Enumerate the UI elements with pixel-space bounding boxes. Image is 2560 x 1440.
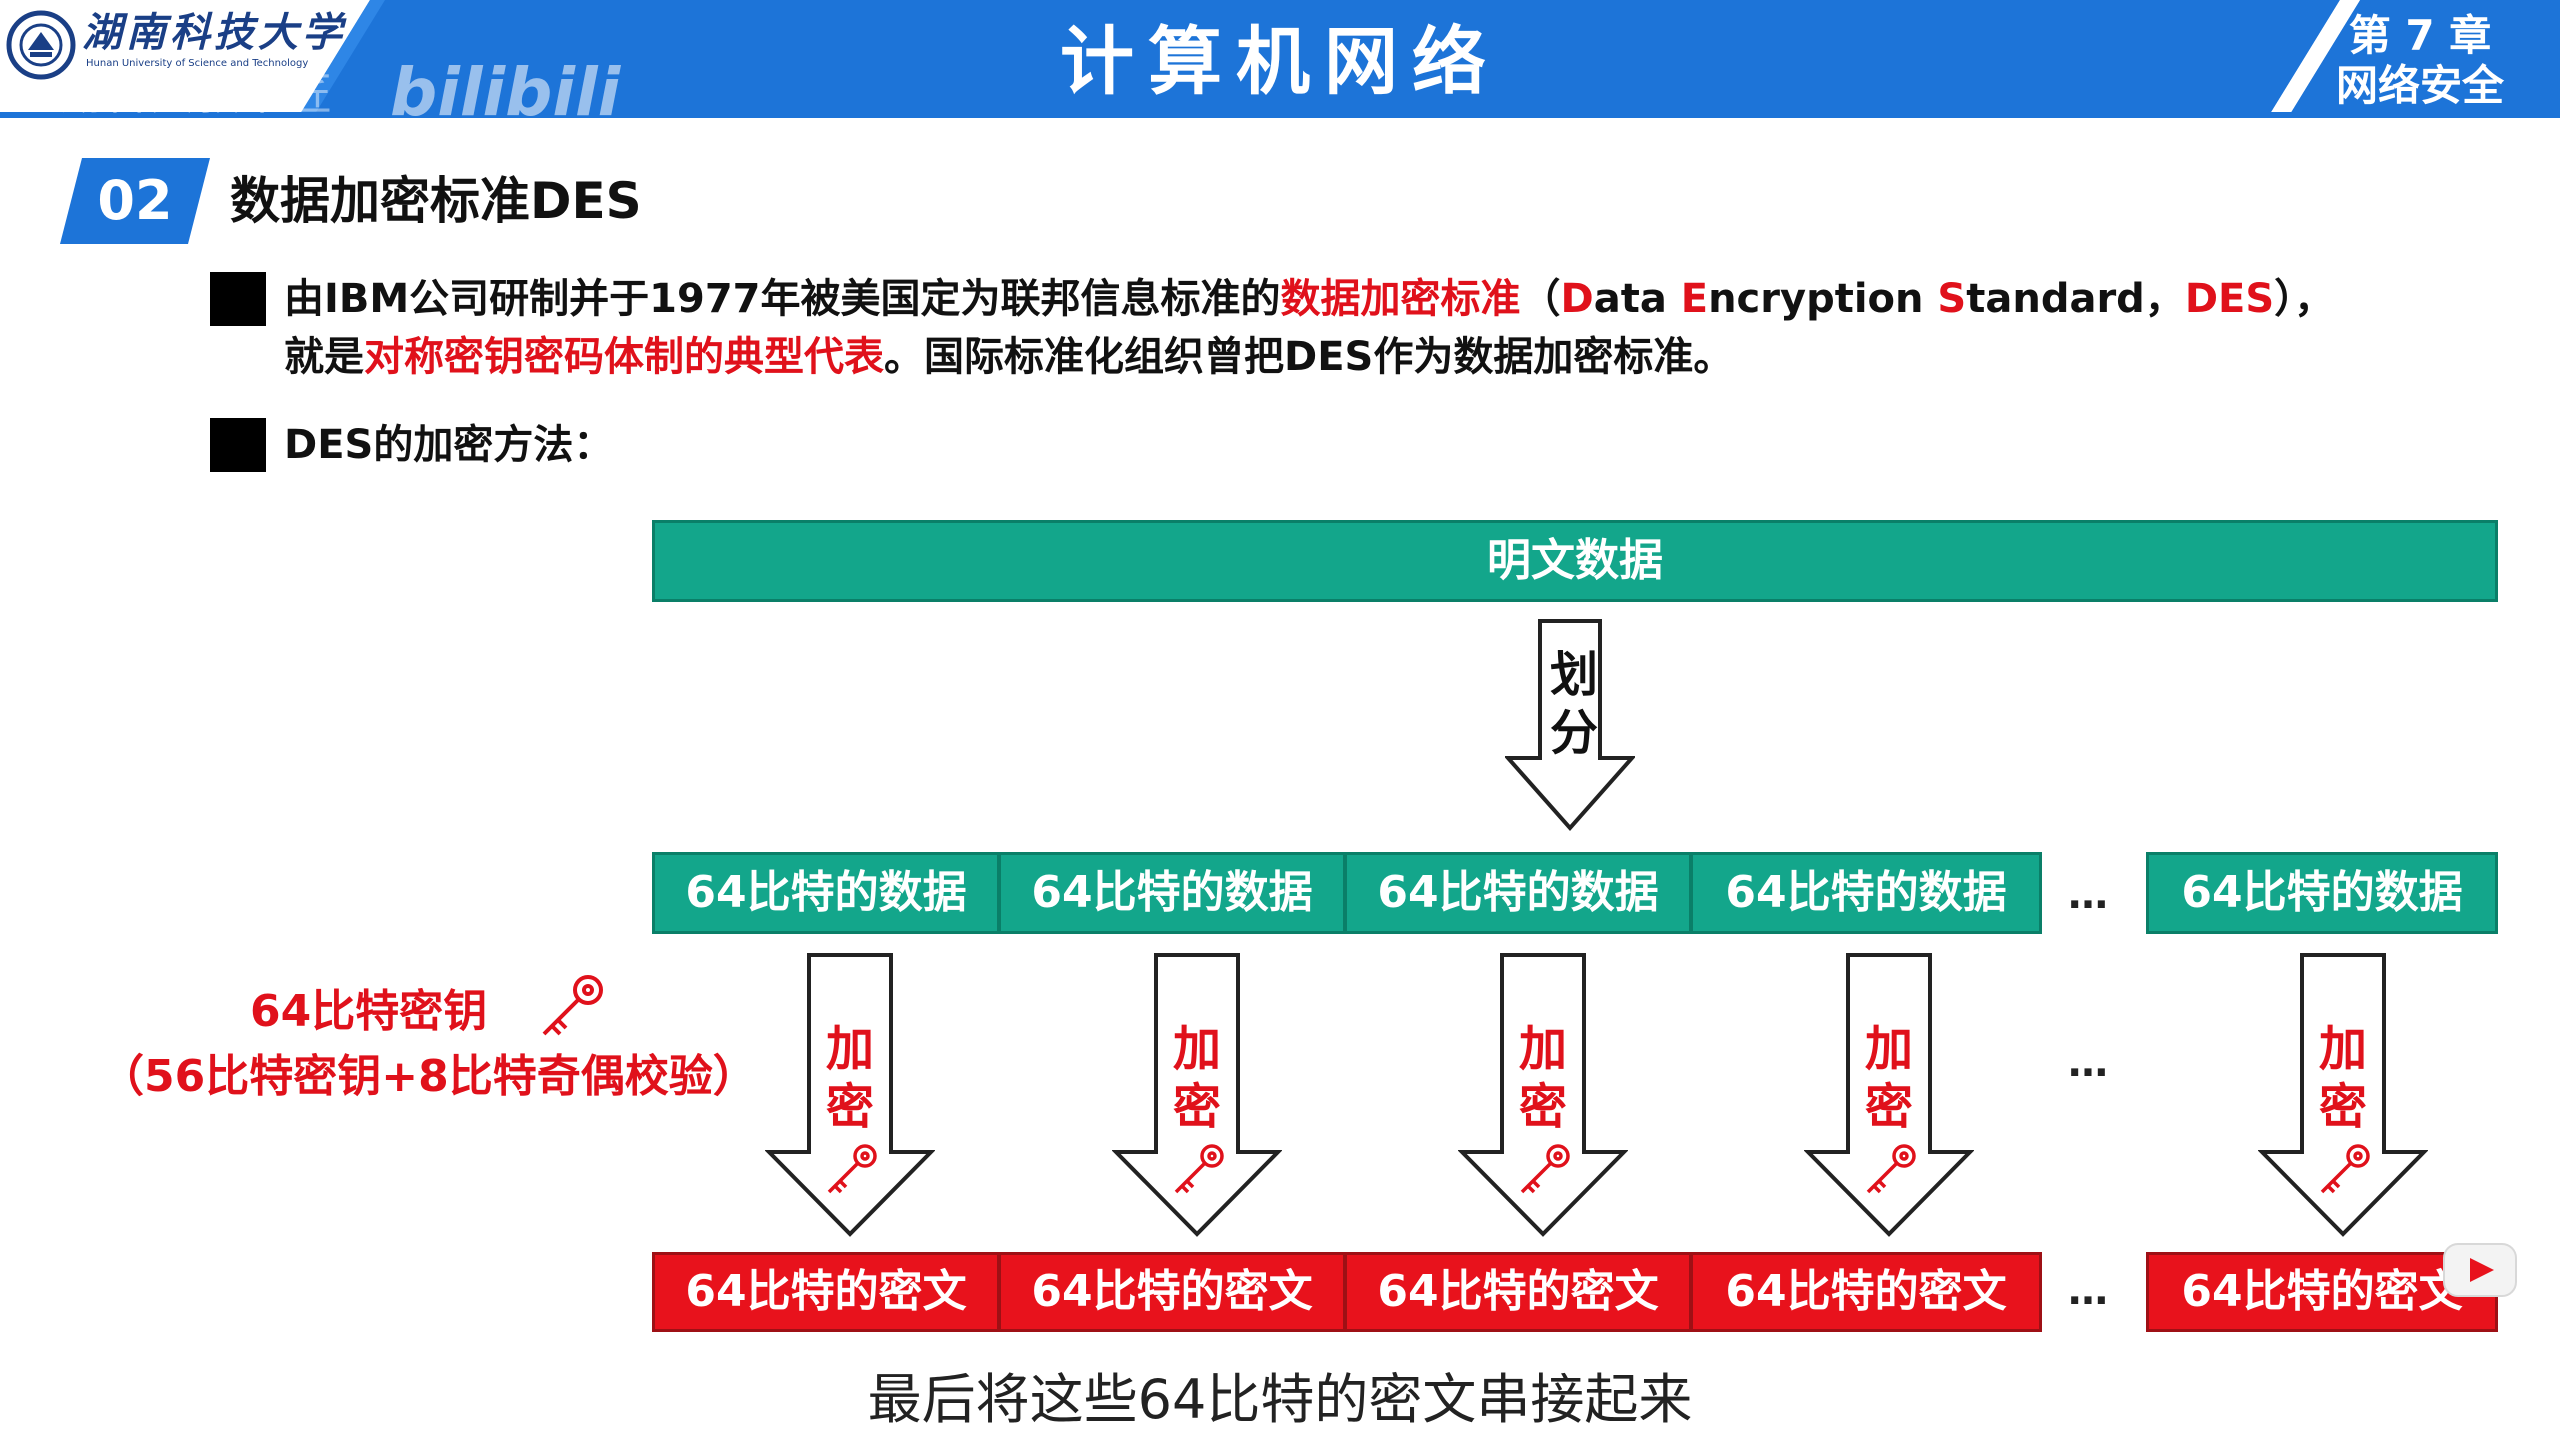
- ciphertext-block: 64比特的密文: [652, 1252, 1000, 1332]
- encrypt-arrow-icon: [1458, 953, 1628, 1237]
- header-background: [0, 0, 2560, 118]
- encrypt-label: 加 密: [825, 1021, 874, 1135]
- encrypt-arrow-icon: [1112, 953, 1282, 1237]
- key-label-detail: （56比特密钥+8比特奇偶校验）: [100, 1051, 757, 1102]
- paragraph-line-1: 由IBM公司研制并于1977年被美国定为联邦信息标准的数据加密标准（Data E…: [284, 276, 2335, 322]
- encrypt-label: 加 密: [1172, 1021, 1221, 1135]
- section-badge-shape: [60, 158, 210, 244]
- highlight-des-acronym: DES: [2184, 276, 2275, 322]
- slide-header: 湖南科技大学 Hunan University of Science and T…: [0, 0, 2560, 128]
- university-name: 湖南科技大学: [82, 9, 346, 56]
- paragraph-des-method: DES的加密方法：: [284, 422, 614, 468]
- split-arrow-icon: [1505, 619, 1635, 832]
- ciphertext-block: 64比特的密文: [998, 1252, 1346, 1332]
- ellipsis: …: [2068, 1268, 2108, 1314]
- encrypt-arrow-icon: [2258, 953, 2428, 1237]
- encrypt-label: 加 密: [1864, 1021, 1913, 1135]
- plaintext-box: 明文数据: [652, 520, 2498, 602]
- course-title: 计算机网络: [1060, 19, 1500, 105]
- watermark-author: 湖科大教书匠: [58, 69, 334, 120]
- key-icon: [542, 975, 603, 1036]
- ellipsis: …: [2068, 872, 2108, 918]
- highlight-symmetric: 对称密钥密码体制的典型代表: [364, 334, 884, 380]
- play-icon[interactable]: [2440, 1240, 2520, 1300]
- encrypt-arrow-icon: [765, 953, 935, 1237]
- section-number: 02: [97, 169, 173, 232]
- university-name-english: Hunan University of Science and Technolo…: [86, 58, 309, 69]
- data-block: 64比特的数据: [652, 852, 1000, 934]
- split-label: 划 分: [1549, 647, 1598, 761]
- section-badge: 02: [60, 158, 210, 244]
- encrypt-arrow-icon: [1804, 953, 1974, 1237]
- section-title: 数据加密标准DES: [230, 172, 642, 230]
- bullet-square: [210, 418, 266, 472]
- video-subtitle: 最后将这些64比特的密文串接起来: [867, 1368, 1693, 1431]
- chapter-name: 网络安全: [2335, 61, 2504, 110]
- data-block: 64比特的数据: [1690, 852, 2042, 934]
- paragraph-line-2: 就是对称密钥密码体制的典型代表。国际标准化组织曾把DES作为数据加密标准。: [284, 334, 1734, 380]
- data-block: 64比特的数据: [1344, 852, 1692, 934]
- encrypt-label: 加 密: [2318, 1021, 2367, 1135]
- highlight-des-name: 数据加密标准: [1280, 276, 1521, 322]
- ellipsis: …: [2068, 1040, 2108, 1086]
- university-logo-icon: [6, 10, 76, 80]
- data-block: 64比特的数据: [998, 852, 1346, 934]
- chapter-number: 第 7 章: [2348, 11, 2492, 60]
- ciphertext-block: 64比特的密文: [1690, 1252, 2042, 1332]
- bullet-square: [210, 272, 266, 326]
- key-label: 64比特密钥: [250, 986, 488, 1037]
- data-block: 64比特的数据: [2146, 852, 2498, 934]
- encrypt-label: 加 密: [1518, 1021, 1567, 1135]
- bilibili-watermark-logo: bilibili: [390, 54, 621, 131]
- ciphertext-block: 64比特的密文: [1344, 1252, 1692, 1332]
- ciphertext-block: 64比特的密文: [2146, 1252, 2498, 1332]
